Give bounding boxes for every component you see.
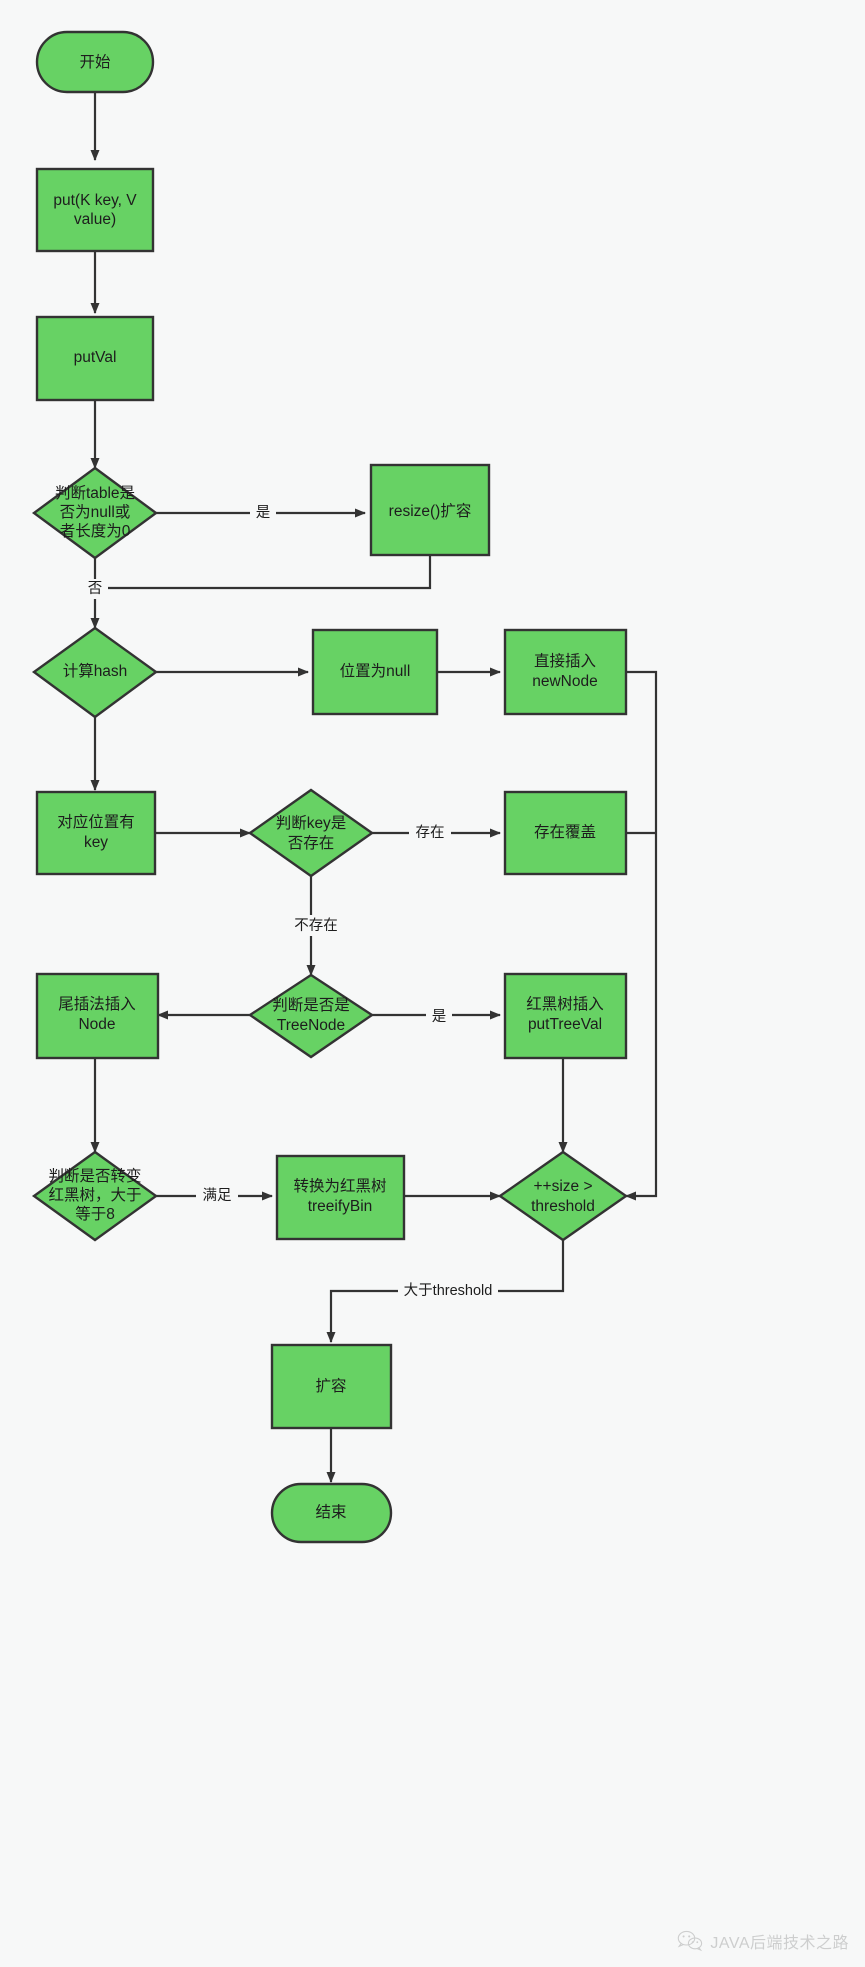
resize-shape <box>369 463 491 557</box>
start-shape <box>35 30 155 94</box>
keyexists-shape <box>247 788 375 878</box>
posnull-shape <box>311 628 439 716</box>
label-key-not-exists: 不存在 <box>294 917 338 934</box>
istreenode-label-line1: 判断是否是 <box>272 996 350 1014</box>
sizecheck-shape <box>497 1150 629 1242</box>
puttreeval-shape <box>503 972 628 1060</box>
node-tail-insert[interactable]: 尾插法插入 Node <box>35 972 160 1060</box>
expand-label: 扩容 <box>315 1377 346 1395</box>
sizecheck-label-line2: threshold <box>531 1198 595 1215</box>
watermark: JAVA后端技术之路 <box>677 1929 849 1953</box>
node-overwrite[interactable]: 存在覆盖 <box>503 790 628 876</box>
insertnew-label-line2: newNode <box>532 673 598 690</box>
keyexists-label-line2: 否存在 <box>288 834 335 852</box>
putval-label: putVal <box>74 349 117 366</box>
node-end[interactable]: 结束 <box>270 1482 393 1544</box>
node-size-threshold-decision[interactable]: ++size > threshold <box>497 1150 629 1242</box>
tailinsert-label-line1: 尾插法插入 <box>58 995 136 1013</box>
totree-label-line2: 红黑树，大于 <box>48 1186 141 1204</box>
node-insert-newnode[interactable]: 直接插入 newNode <box>503 628 628 716</box>
totree-shape <box>31 1150 159 1242</box>
edge-resize-return <box>95 555 432 590</box>
tailinsert-label-line2: Node <box>78 1016 115 1033</box>
node-to-tree-decision[interactable]: 判断是否转变 红黑树，大于 等于8 <box>31 1150 159 1242</box>
edge-label-treenode-yes: 是 <box>426 1007 452 1027</box>
watermark-text: JAVA后端技术之路 <box>710 1935 849 1952</box>
totree-label-line1: 判断是否转变 <box>48 1167 141 1185</box>
put-label-line2: value) <box>74 211 116 228</box>
treeifybin-label-line1: 转换为红黑树 <box>293 1177 386 1195</box>
tablenull-shape <box>31 466 159 560</box>
node-treeifybin[interactable]: 转换为红黑树 treeifyBin <box>275 1154 406 1241</box>
label-treeify-satisfied: 满足 <box>203 1187 232 1204</box>
edge-label-key-not-exists: 不存在 <box>287 915 345 936</box>
node-putval[interactable]: putVal <box>35 315 155 402</box>
tablenull-label-line3: 者长度为0 <box>60 522 131 540</box>
totree-label-line3: 等于8 <box>75 1205 115 1223</box>
haskey-label-line2: key <box>84 834 108 851</box>
node-hash-decision[interactable]: 计算hash <box>31 626 159 719</box>
tablenull-label-line2: 否为null或 <box>60 503 131 521</box>
node-expand[interactable]: 扩容 <box>270 1343 393 1430</box>
edge-insertnew-to-sizecheck <box>625 670 658 1201</box>
label-table-yes: 是 <box>256 505 271 521</box>
istreenode-shape <box>247 973 375 1059</box>
edge-label-key-exists: 存在 <box>409 823 451 843</box>
node-table-null-decision[interactable]: 判断table是 否为null或 者长度为0 <box>31 466 159 560</box>
label-over-threshold: 大于threshold <box>404 1282 493 1299</box>
keyexists-label-line1: 判断key是 <box>276 814 347 832</box>
tablenull-label-line1: 判断table是 <box>55 484 135 502</box>
node-has-key[interactable]: 对应位置有 key <box>35 790 157 876</box>
label-treenode-yes: 是 <box>432 1009 447 1025</box>
node-is-treenode-decision[interactable]: 判断是否是 TreeNode <box>247 973 375 1059</box>
end-shape <box>270 1482 393 1544</box>
label-table-no: 否 <box>88 581 103 597</box>
haskey-label-line1: 对应位置有 <box>57 812 135 831</box>
wechat-icon <box>678 1930 703 1952</box>
edge-label-table-yes: 是 <box>250 503 276 523</box>
tailinsert-shape <box>35 972 160 1060</box>
haskey-shape <box>35 790 157 876</box>
edge-label-over-threshold: 大于threshold <box>398 1280 498 1302</box>
resize-label: resize()扩容 <box>389 502 472 520</box>
edge-label-treeify-satisfied: 满足 <box>196 1186 238 1206</box>
node-position-null[interactable]: 位置为null <box>311 628 439 716</box>
edges <box>90 92 658 1483</box>
puttreeval-label-line1: 红黑树插入 <box>526 995 604 1013</box>
edge-labels: 是 否 存在 不存在 是 满足 <box>82 503 498 1302</box>
put-label-line1: put(K key, V <box>53 192 137 209</box>
node-start[interactable]: 开始 <box>35 30 155 94</box>
hash-label: 计算hash <box>63 661 128 680</box>
putval-shape <box>35 315 155 402</box>
node-resize[interactable]: resize()扩容 <box>369 463 491 557</box>
istreenode-label-line2: TreeNode <box>277 1017 345 1034</box>
node-key-exists-decision[interactable]: 判断key是 否存在 <box>247 788 375 878</box>
end-label: 结束 <box>315 1503 346 1521</box>
expand-shape <box>270 1343 393 1430</box>
treeifybin-label-line2: treeifyBin <box>308 1198 373 1215</box>
insertnew-shape <box>503 628 628 716</box>
insertnew-label-line1: 直接插入 <box>534 652 596 670</box>
put-shape <box>35 167 155 253</box>
overwrite-shape <box>503 790 628 876</box>
label-key-exists: 存在 <box>416 824 445 841</box>
sizecheck-label-line1: ++size > <box>533 1178 592 1195</box>
posnull-label: 位置为null <box>340 662 411 680</box>
start-label: 开始 <box>79 53 111 71</box>
node-puttreeval[interactable]: 红黑树插入 putTreeVal <box>503 972 628 1060</box>
treeifybin-shape <box>275 1154 406 1241</box>
puttreeval-label-line2: putTreeVal <box>528 1016 602 1033</box>
node-put[interactable]: put(K key, V value) <box>35 167 155 253</box>
overwrite-label: 存在覆盖 <box>534 823 596 841</box>
edge-label-table-no: 否 <box>82 579 108 599</box>
hash-shape <box>31 626 159 719</box>
